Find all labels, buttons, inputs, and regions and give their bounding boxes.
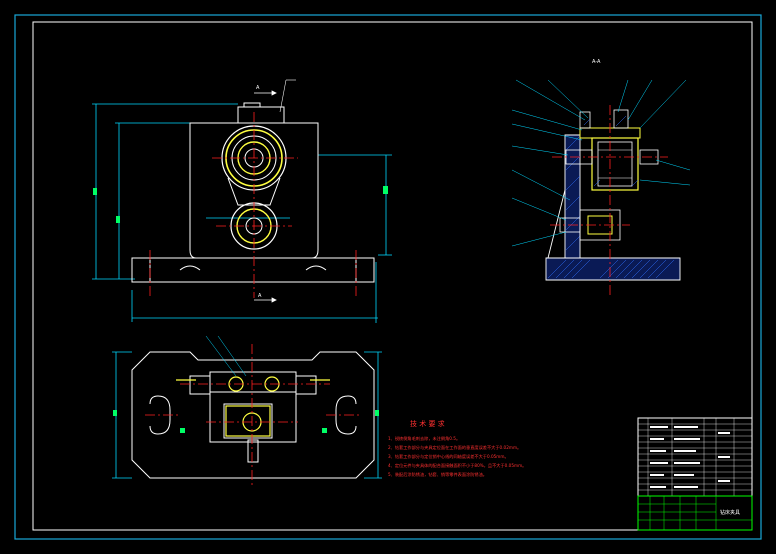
inner-frame xyxy=(32,21,753,531)
section-hatch-head xyxy=(583,115,639,187)
dim-tick xyxy=(375,410,379,416)
top-view-fixtures xyxy=(176,376,330,437)
front-view-centerlines xyxy=(149,112,357,298)
tech-notes-title: 技 术 要 求 xyxy=(410,419,445,428)
top-view-centerlines xyxy=(145,344,362,486)
dim-tick xyxy=(383,186,388,194)
top-view-base xyxy=(131,351,375,479)
tech-note-item: 2、钻套工作部分与夹具定位面在工作面的垂直度误差不大于0.02mm。 xyxy=(388,444,521,451)
title-block: 钻床夹具 xyxy=(637,417,753,531)
dim-tick xyxy=(113,410,117,416)
top-view xyxy=(112,335,382,486)
outer-frame xyxy=(14,14,762,540)
section-view-title: A-A xyxy=(592,59,601,65)
tech-note-item: 4、定位元件与夹具体的配合面接触面积不小于80%，且不大于0.05mm。 xyxy=(388,462,526,469)
front-view: A A xyxy=(92,79,392,323)
top-view-leaders xyxy=(205,335,247,377)
tech-note-item: 5、装配后涂防锈油，钻套、销等零件表面涂防锈油。 xyxy=(388,471,487,478)
dim-tick xyxy=(322,428,327,433)
section-view: A-A xyxy=(511,59,691,296)
dim-tick xyxy=(180,428,185,433)
dim-tick xyxy=(116,216,120,223)
front-section-mark-bottom: A xyxy=(258,293,262,299)
dim-tick xyxy=(93,188,97,195)
leader-line xyxy=(279,79,287,113)
section-leaders xyxy=(511,79,691,247)
front-view-section-arrows xyxy=(254,90,277,303)
tech-notes: 技 术 要 求 1、锐棱倒角毛刺去除，未注倒角0.5。 2、钻套工作部分与夹具定… xyxy=(388,419,526,478)
title-block-label: 钻床夹具 xyxy=(720,509,740,516)
section-centerlines xyxy=(550,105,668,296)
tech-note-item: 1、锐棱倒角毛刺去除，未注倒角0.5。 xyxy=(388,435,460,442)
tech-note-item: 3、钻套工作部分与定位销中心线的同轴度误差不大于0.05mm。 xyxy=(388,453,509,460)
front-section-mark-top: A xyxy=(256,85,260,91)
